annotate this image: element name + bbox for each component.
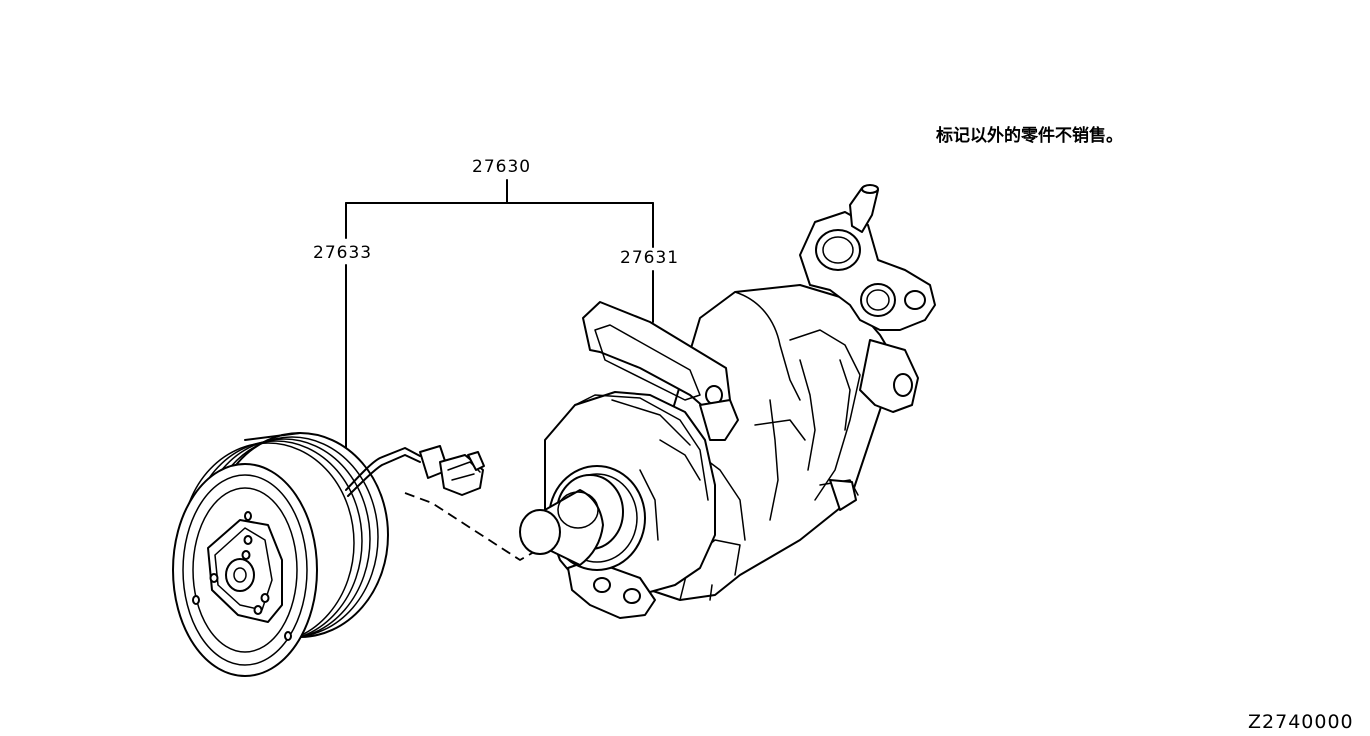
clutch-wire-connector[interactable]	[345, 445, 485, 497]
diagram-code: Z2740000	[1248, 711, 1354, 733]
callout-27630[interactable]: 27630	[472, 157, 531, 177]
callout-27633[interactable]: 27633	[313, 243, 372, 263]
leader-lines	[345, 179, 654, 463]
compressor-body[interactable]	[519, 184, 936, 619]
callout-27631[interactable]: 27631	[620, 248, 679, 268]
magnetic-clutch[interactable]	[172, 432, 389, 677]
not-sold-note: 标记以外的零件不销售。	[936, 125, 1123, 146]
